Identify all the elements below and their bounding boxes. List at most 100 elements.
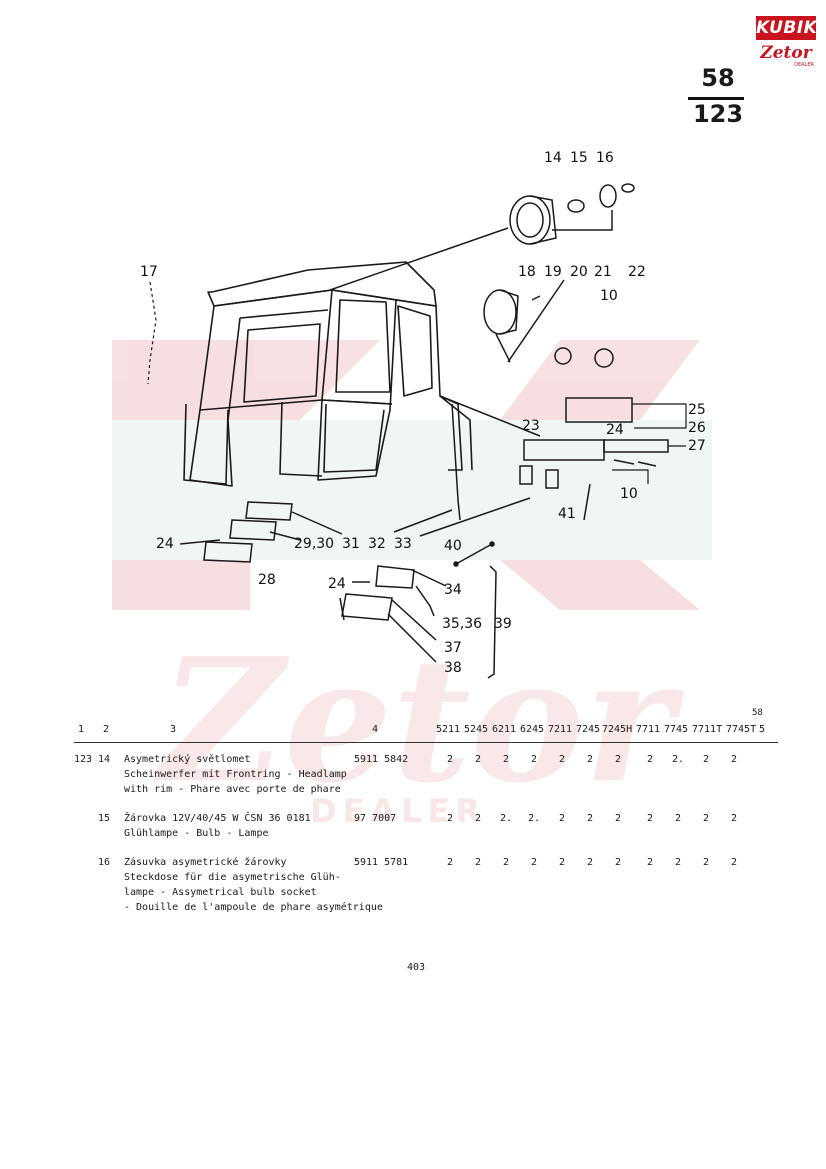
row-3-qty-7245: 2 [586,857,594,868]
callout-19: 19 [544,264,562,280]
side-lamp-rear [339,541,497,679]
row-2-qty-6211: 2. [499,813,513,824]
col-header-7745t: 7745T [726,724,757,735]
callout-35-36: 35,36 [442,616,482,632]
row-1-part-number: 5911 5842 [354,754,409,765]
row-2-pos: 15 [98,813,111,824]
col-header-3: 3 [170,724,177,735]
row-1-desc-line-3: with rim - Phare avec porte de phare [124,784,341,795]
row-3-desc-line-3: lampe - Assymetrical bulb socket [124,887,317,898]
row-1-qty-7745t: 2 [730,754,738,765]
logo-sub-text: DEALER [794,62,814,68]
col-header-7711t: 7711T [692,724,723,735]
row-3-qty-7745: 2 [674,857,682,868]
callout-38: 38 [444,660,462,676]
row-1-pos: 14 [98,754,111,765]
col-header-2: 2 [103,724,110,735]
row-2-part-number: 97 7007 [354,813,397,824]
callout-25: 25 [688,402,706,418]
callout-24c: 24 [328,576,346,592]
kubik-zetor-logo: KUBIK Zetor DEALER [756,16,818,68]
cab-drawing [183,261,473,487]
callout-33: 33 [394,536,412,552]
logo-top-text: KUBIK [756,16,818,40]
col-header-7211: 7211 [548,724,573,735]
work-lamp [483,279,614,368]
row-1-qty-7711t: 2 [702,754,710,765]
callout-23: 23 [522,418,540,434]
row-1-qty-7211: 2 [558,754,566,765]
callout-40: 40 [444,538,462,554]
row-2-qty-7711t: 2 [702,813,710,824]
row-1-qty-5245: 2 [474,754,482,765]
col-header-7745: 7745 [664,724,689,735]
row-2-qty-6245: 2. [527,813,541,824]
exploded-parts-diagram: 14 15 16 17 18 19 20 21 22 10 25 26 23 2… [140,150,706,679]
row-2-description: Žárovka 12V/40/45 W ČSN 36 0181 Glühlamp… [124,811,364,841]
row-1-qty-7245h: 2 [614,754,622,765]
row-2-qty-7745: 2 [674,813,682,824]
row-1-group: 123 [74,754,93,765]
callout-32: 32 [368,536,386,552]
row-1-description: Asymetrický světlomet Scheinwerfer mit F… [124,752,364,797]
col-header-7245h: 7245H [602,724,633,735]
row-3-part-number: 5911 5781 [354,857,409,868]
callout-31: 31 [342,536,360,552]
row-3-description: Zásuvka asymetrické žárovky Steckdose fü… [124,855,383,915]
callout-28: 28 [258,572,276,588]
row-3-pos: 16 [98,857,111,868]
col-header-5245: 5245 [464,724,489,735]
row-2-desc-line-1: Žárovka 12V/40/45 W ČSN 36 0181 [124,813,311,824]
row-3-qty-7245h: 2 [614,857,622,868]
col-header-6211: 6211 [492,724,517,735]
page-group-divider [688,97,744,100]
row-3-desc-line-2: Steckdose für die asymetrische Glüh- [124,872,341,883]
row-3-desc-line-4: - Douille de l'ampoule de phare asymétri… [124,902,383,913]
row-1-qty-7245: 2 [586,754,594,765]
bracket-25-26 [632,403,687,429]
row-1-qty-6245: 2 [530,754,538,765]
callout-17: 17 [140,264,158,280]
col-header-5: 5 [759,724,766,735]
callout-14: 14 [544,150,562,166]
row-3-qty-5245: 2 [474,857,482,868]
side-lamp-front [179,399,531,563]
row-2-qty-7711: 2 [646,813,654,824]
callout-18: 18 [518,264,536,280]
row-3-qty-7711: 2 [646,857,654,868]
callout-37: 37 [444,640,462,656]
page-number: 403 [406,962,426,973]
callout-24b: 24 [156,536,174,552]
tail-lamp-cluster [439,395,669,521]
callout-39: 39 [494,616,512,632]
row-3-qty-7745t: 2 [730,857,738,868]
row-1-qty-5211: 2 [446,754,454,765]
row-1-qty-6211: 2 [502,754,510,765]
row-2-qty-7745t: 2 [730,813,738,824]
row-3-qty-5211: 2 [446,857,454,868]
row-1-qty-7711: 2 [646,754,654,765]
col-header-7245: 7245 [576,724,601,735]
callout-27: 27 [688,438,706,454]
row-2-qty-7211: 2 [558,813,566,824]
callout-21: 21 [594,264,612,280]
row-3-qty-7211: 2 [558,857,566,868]
callout-10b: 10 [620,486,638,502]
callout-10a: 10 [600,288,618,304]
row-2-qty-5245: 2 [474,813,482,824]
callout-41: 41 [558,506,576,522]
header-rule [74,742,778,743]
row-2-qty-5211: 2 [446,813,454,824]
row-1-desc-line-2: Scheinwerfer mit Frontring - Headlamp [124,769,347,780]
col-header-4: 4 [372,724,379,735]
callout-22: 22 [628,264,646,280]
row-2-desc-line-2: Glühlampe - Bulb - Lampe [124,828,269,839]
row-1-desc-line-1: Asymetrický světlomet [124,754,251,765]
headlamp-assembly [329,183,635,291]
row-3-qty-6211: 2 [502,857,510,868]
row-3-qty-7711t: 2 [702,857,710,868]
col-super-label: 58 [752,708,763,718]
row-2-qty-7245h: 2 [614,813,622,824]
callout-29-30: 29,30 [294,536,334,552]
callout-15: 15 [570,150,588,166]
